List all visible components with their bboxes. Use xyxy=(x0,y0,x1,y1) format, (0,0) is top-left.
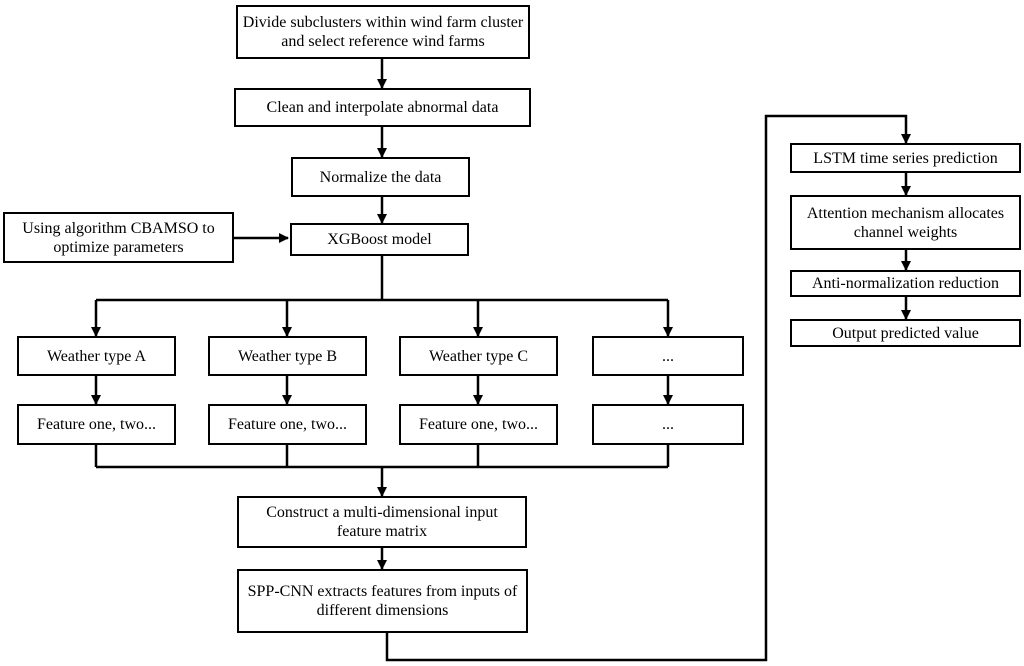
lstm-box: LSTM time series prediction xyxy=(790,143,1021,173)
attention-box: Attention mechanism allocates channel we… xyxy=(790,195,1021,250)
output-predicted-box: Output predicted value xyxy=(790,319,1021,347)
construct-matrix-box: Construct a multi-dimensional input feat… xyxy=(237,496,527,548)
weather-type-c-box: Weather type C xyxy=(399,336,558,376)
normalize-box: Normalize the data xyxy=(291,157,470,197)
xgboost-box: XGBoost model xyxy=(290,223,469,256)
spp-cnn-box: SPP-CNN extracts features from inputs of… xyxy=(237,569,528,633)
feature-a-box: Feature one, two... xyxy=(17,404,176,445)
weather-type-b-box: Weather type B xyxy=(208,336,367,376)
divide-subclusters-box: Divide subclusters within wind farm clus… xyxy=(236,5,530,59)
clean-data-box: Clean and interpolate abnormal data xyxy=(234,88,531,127)
anti-normalization-box: Anti-normalization reduction xyxy=(790,270,1021,297)
feature-c-box: Feature one, two... xyxy=(399,404,558,445)
arrow-sppcnn-to-lstm xyxy=(385,114,911,662)
feature-more-box: ... xyxy=(592,404,744,445)
weather-type-a-box: Weather type A xyxy=(17,336,176,376)
weather-type-more-box: ... xyxy=(592,336,744,376)
feature-b-box: Feature one, two... xyxy=(208,404,367,445)
cbamso-box: Using algorithm CBAMSO to optimize param… xyxy=(3,212,234,263)
